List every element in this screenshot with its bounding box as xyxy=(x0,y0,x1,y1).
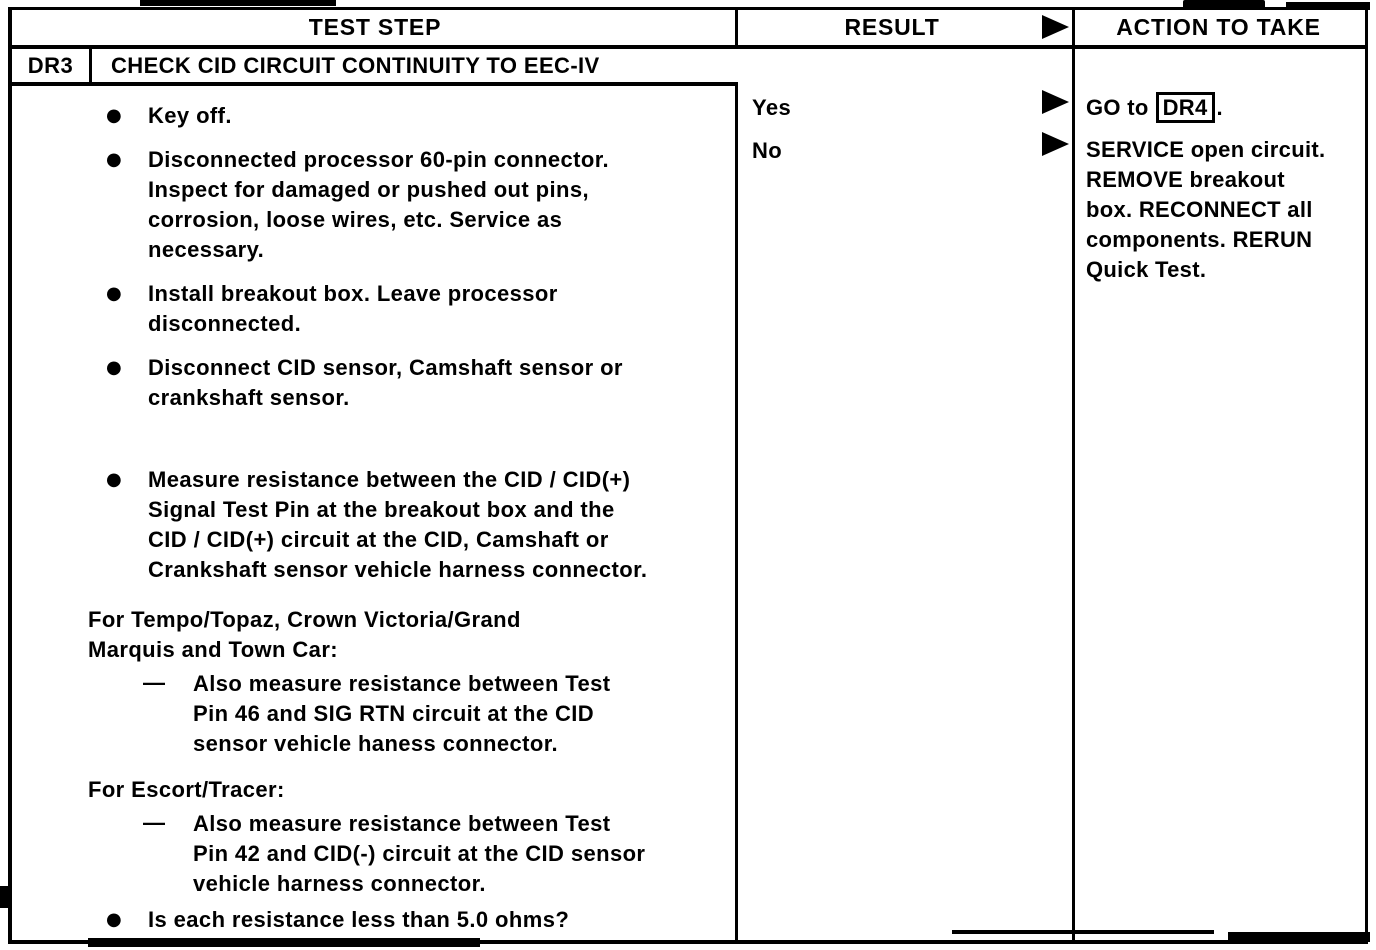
header-arrow-icon xyxy=(1042,15,1069,39)
test-step-text: Measure resistance between the CID / CID… xyxy=(148,467,648,582)
diagnostic-test-table: TEST STEP RESULT ACTION TO TAKE DR3 CHEC… xyxy=(8,7,1368,944)
test-step-text: Disconnected processor 60-pin connector.… xyxy=(148,147,610,262)
scan-artifact xyxy=(88,938,480,947)
header-cell-action: ACTION TO TAKE xyxy=(1072,10,1365,45)
scan-artifact xyxy=(1183,0,1265,9)
bullet-icon: ● xyxy=(106,357,123,378)
step-title-label: CHECK CID CIRCUIT CONTINUITY TO EEC-IV xyxy=(111,52,600,78)
bullet-icon: ● xyxy=(106,105,123,126)
scan-artifact xyxy=(140,0,336,6)
step-title-cell: CHECK CID CIRCUIT CONTINUITY TO EEC-IV xyxy=(92,49,738,82)
test-step-header-label: TEST STEP xyxy=(308,14,442,40)
test-step-text: Also measure resistance between Test Pin… xyxy=(193,811,646,896)
column-divider-result xyxy=(735,10,738,940)
result-arrow-icon xyxy=(1042,132,1069,156)
test-step-item: ● Install breakout box. Leave processor d… xyxy=(12,279,735,339)
scan-artifact xyxy=(1228,932,1370,942)
action-no-body: SERVICE open circuit. REMOVE breakout bo… xyxy=(1086,137,1326,282)
result-header-label: RESULT xyxy=(844,14,940,40)
scan-artifact xyxy=(1286,2,1370,10)
dash-icon: — xyxy=(143,670,166,695)
dash-icon: — xyxy=(143,810,166,835)
result-no-label: No xyxy=(752,138,783,163)
action-go-suffix: . xyxy=(1216,95,1223,120)
test-step-item: ● Key off. xyxy=(12,101,735,131)
test-step-text: Key off. xyxy=(148,103,232,128)
test-step-item: ● Disconnect CID sensor, Camshaft sensor … xyxy=(12,353,735,413)
bullet-icon: ● xyxy=(106,149,123,170)
test-step-column: ● Key off. ● Disconnected processor 60-pin… xyxy=(12,86,735,935)
test-step-text: Also measure resistance between Test Pin… xyxy=(193,671,611,756)
test-step-sub-item: — Also measure resistance between Test Pi… xyxy=(12,669,735,759)
bullet-icon: ● xyxy=(106,909,123,930)
bullet-icon: ● xyxy=(106,469,123,490)
action-no-text: SERVICE open circuit. REMOVE breakout bo… xyxy=(1086,135,1362,285)
test-step-item: ● Disconnected processor 60-pin connector… xyxy=(12,145,735,265)
step-id-row: DR3 CHECK CID CIRCUIT CONTINUITY TO EEC-… xyxy=(12,49,738,86)
step-id-label: DR3 xyxy=(27,52,74,78)
bullet-icon: ● xyxy=(106,283,123,304)
result-arrow-icon xyxy=(1042,90,1069,114)
test-step-question: ● Is each resistance less than 5.0 ohms? xyxy=(12,905,735,935)
scan-artifact xyxy=(0,886,9,908)
dr4-reference-box: DR4 xyxy=(1155,92,1215,123)
scan-artifact xyxy=(952,930,1214,934)
test-step-text: Is each resistance less than 5.0 ohms? xyxy=(148,907,570,932)
action-header-label: ACTION TO TAKE xyxy=(1116,14,1321,40)
table-header-row: TEST STEP RESULT ACTION TO TAKE xyxy=(12,10,1365,49)
step-id-cell: DR3 xyxy=(12,49,92,82)
test-step-text: Install breakout box. Leave processor di… xyxy=(148,281,558,336)
test-step-text: Disconnect CID sensor, Camshaft sensor o… xyxy=(148,355,623,410)
test-step-section-heading: For Escort/Tracer: xyxy=(12,775,735,805)
column-divider-action xyxy=(1072,10,1075,940)
test-step-sub-item: — Also measure resistance between Test Pi… xyxy=(12,809,735,899)
header-cell-result: RESULT xyxy=(738,10,1072,45)
action-go-prefix: GO to xyxy=(1086,95,1149,120)
result-yes-label: Yes xyxy=(752,95,792,120)
header-cell-test-step: TEST STEP xyxy=(12,10,738,45)
section-heading-text: For Tempo/Topaz, Crown Victoria/Grand Ma… xyxy=(88,607,521,662)
section-heading-text: For Escort/Tracer: xyxy=(88,777,285,802)
test-step-section-heading: For Tempo/Topaz, Crown Victoria/Grand Ma… xyxy=(12,605,735,665)
test-step-item: ● Measure resistance between the CID / CI… xyxy=(12,465,735,585)
